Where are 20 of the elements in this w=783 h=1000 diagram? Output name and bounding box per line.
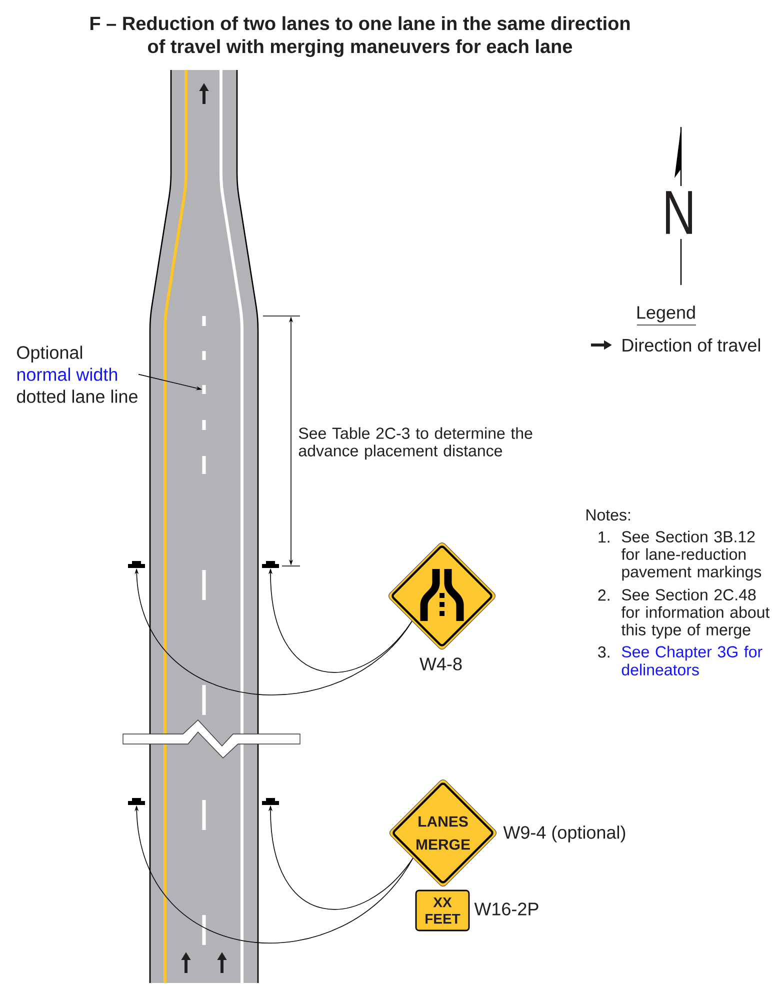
warning-sign: LANES MERGE: [389, 779, 497, 887]
sign-code: W4-8: [420, 658, 462, 670]
warning-sign: [388, 542, 496, 650]
legend-heading: Legend: [636, 306, 696, 326]
title: F – Reduction of two lanes to one lane in the same direction of travel with merging maneuvers for each lane: [90, 16, 630, 57]
sign-code: W9-4 (optional): [503, 826, 626, 842]
note-link: See Chapter 3G for delineators: [622, 646, 762, 676]
dimension-text: See Table 2C-3 to determine the advance placement distance: [298, 427, 532, 460]
notes-heading: Notes:: [586, 509, 630, 521]
legend-text: Direction of travel: [622, 338, 760, 352]
lane-line-dash: [202, 385, 206, 394]
sign-code: W16-2P: [474, 902, 538, 916]
note-text: See Section 3B.12 for lane-reduction pavement markings: [621, 530, 762, 581]
callout-text: Optional normal width dotted lane line: [16, 346, 138, 403]
note-number: 3.: [598, 646, 610, 658]
note-text: See Section 2C.48 for information about this type of merge: [621, 588, 770, 639]
north-letter: N: [666, 191, 692, 234]
note-number: 2.: [598, 589, 610, 601]
plaque-sign: XX FEET: [415, 890, 470, 932]
note-number: 1.: [598, 532, 610, 542]
